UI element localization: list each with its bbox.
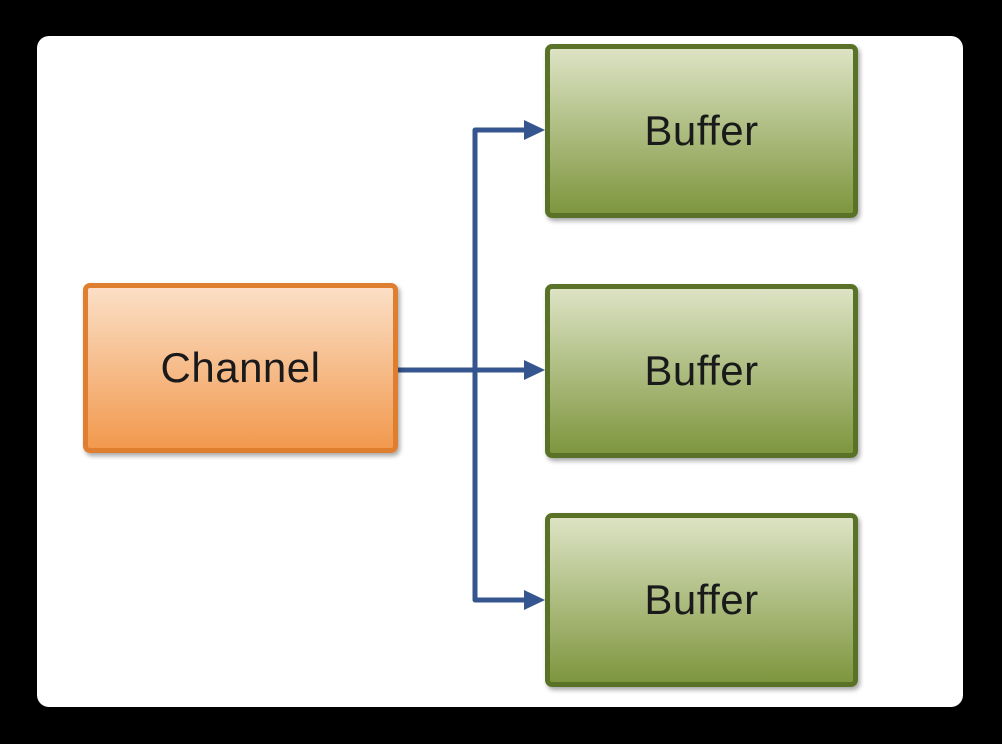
buffer-node-2: Buffer <box>545 284 858 458</box>
channel-label: Channel <box>160 344 321 391</box>
channel-node: Channel <box>83 283 398 453</box>
buffer-1-label: Buffer <box>644 107 759 154</box>
buffer-node-1: Buffer <box>545 44 858 218</box>
buffer-3-label: Buffer <box>644 576 759 623</box>
buffer-node-3: Buffer <box>545 513 858 687</box>
buffer-2-label: Buffer <box>644 347 759 394</box>
